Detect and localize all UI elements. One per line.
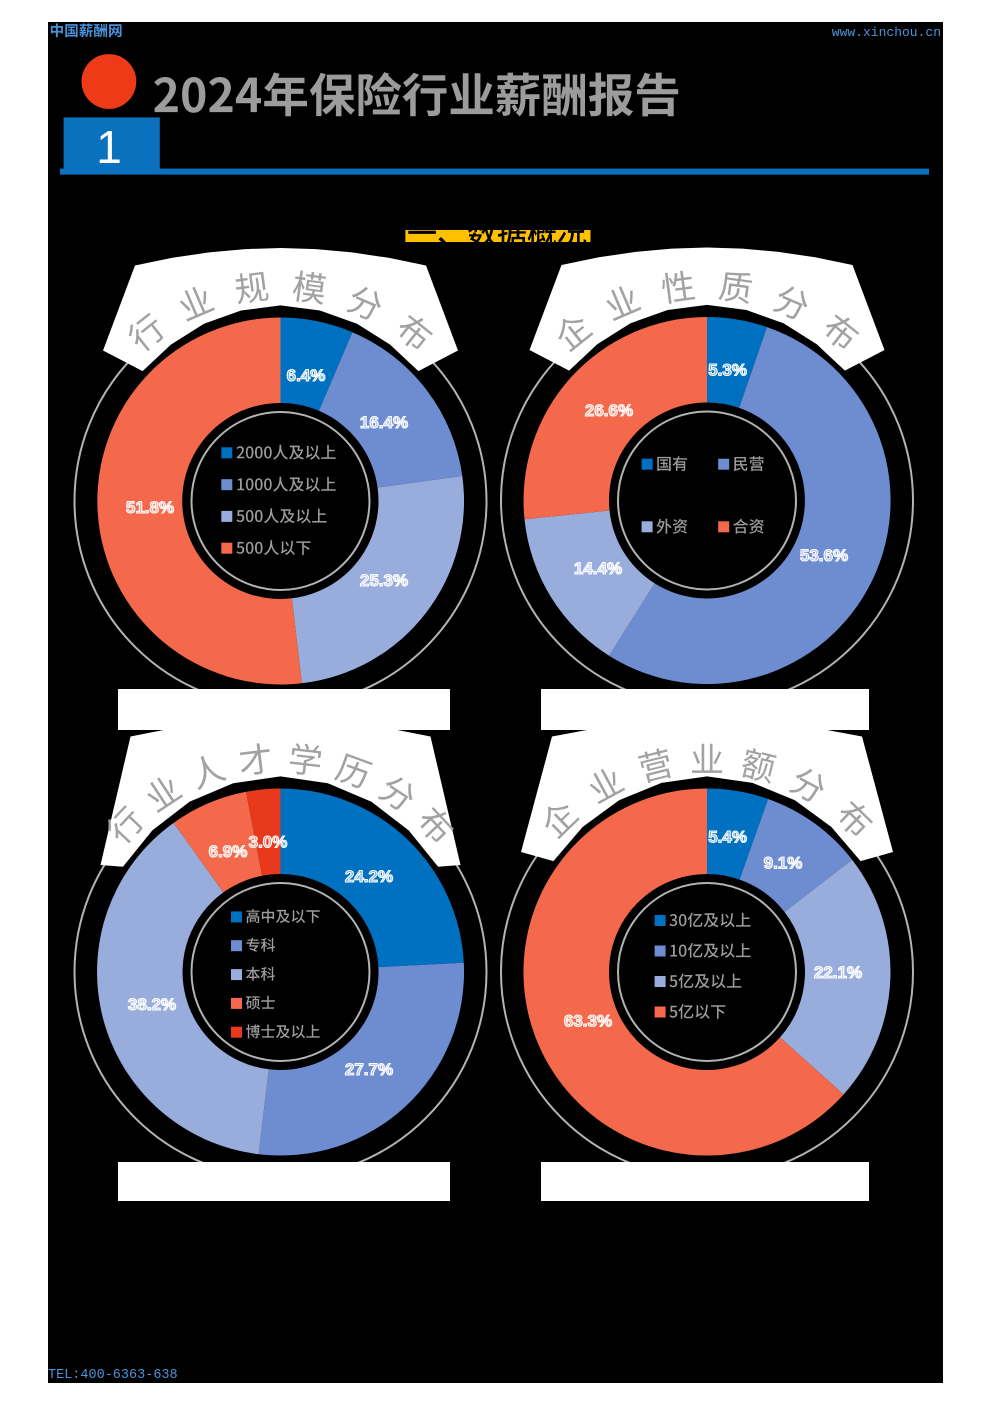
svg-text:1: 1: [96, 121, 122, 173]
svg-text:3.0%: 3.0%: [249, 833, 288, 852]
svg-text:26.6%: 26.6%: [585, 401, 633, 420]
svg-text:www.xinchou.cn: www.xinchou.cn: [832, 25, 941, 40]
svg-text:16.4%: 16.4%: [360, 413, 408, 432]
svg-text:5.4%: 5.4%: [708, 828, 747, 847]
svg-text:53.6%: 53.6%: [800, 546, 848, 565]
svg-text:27.7%: 27.7%: [345, 1060, 393, 1079]
svg-text:22.1%: 22.1%: [814, 963, 862, 982]
svg-text:14.4%: 14.4%: [574, 559, 622, 578]
svg-text:TEL:400-6363-638: TEL:400-6363-638: [48, 1368, 178, 1383]
svg-text:63.3%: 63.3%: [564, 1012, 612, 1031]
svg-text:6.4%: 6.4%: [287, 366, 326, 385]
svg-text:38.2%: 38.2%: [128, 995, 176, 1014]
svg-text:24.2%: 24.2%: [345, 867, 393, 886]
svg-text:9.1%: 9.1%: [764, 854, 803, 873]
svg-text:5.3%: 5.3%: [708, 360, 747, 379]
svg-text:51.8%: 51.8%: [126, 498, 174, 517]
svg-text:6.9%: 6.9%: [209, 842, 248, 861]
svg-text:25.3%: 25.3%: [360, 571, 408, 590]
